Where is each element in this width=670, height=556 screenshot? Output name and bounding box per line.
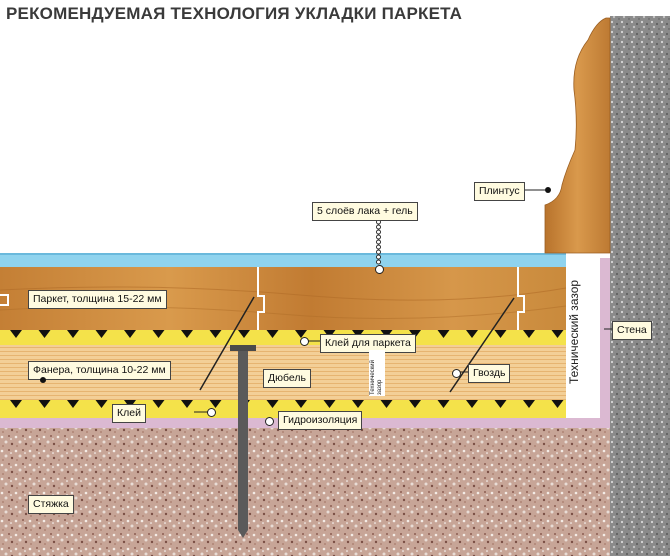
label-nail: Гвоздь	[468, 364, 511, 383]
leader-bead	[376, 249, 381, 255]
marker-lacquer	[375, 265, 384, 274]
glue-notch	[523, 400, 535, 408]
label-lacquer: 5 слоёв лака + гель	[312, 202, 418, 221]
marker-baseboard	[545, 187, 551, 193]
glue-notch	[551, 330, 564, 338]
glue-notch	[295, 330, 307, 338]
glue-notch	[380, 400, 393, 408]
glue-notch	[466, 330, 478, 338]
lacquer-layer	[0, 253, 566, 267]
glue-notch	[551, 400, 564, 408]
leader-bead	[376, 229, 381, 235]
label-parquet-glue: Клей для паркета	[320, 334, 416, 353]
label-plywood: Фанера, толщина 10-22 мм	[28, 361, 171, 380]
glue-notch	[494, 330, 507, 338]
glue-notch	[67, 330, 79, 338]
glue-notch	[266, 400, 279, 408]
glue-layer-upper	[0, 330, 566, 345]
baseboard	[544, 17, 611, 254]
nail-left	[199, 296, 255, 391]
glue-notch	[152, 330, 165, 338]
glue-notch	[295, 400, 307, 408]
nail-right	[449, 297, 515, 393]
page-title: РЕКОМЕНДУЕМАЯ ТЕХНОЛОГИЯ УКЛАДКИ ПАРКЕТА	[6, 4, 463, 23]
glue-notch	[494, 400, 507, 408]
glue-notch	[95, 400, 108, 408]
glue-notch	[95, 330, 108, 338]
label-glue: Клей	[112, 404, 146, 423]
technical-gap	[566, 258, 600, 418]
marker-plywood	[40, 377, 46, 383]
glue-notch	[209, 330, 222, 338]
glue-notch	[67, 400, 79, 408]
marker-glue	[207, 408, 216, 417]
screed-layer	[0, 428, 610, 556]
marker-waterproofing	[265, 417, 274, 426]
glue-notch	[466, 400, 478, 408]
label-baseboard: Плинтус	[474, 182, 525, 201]
glue-notch	[323, 400, 336, 408]
glue-notch	[10, 400, 22, 408]
glue-notch	[10, 330, 22, 338]
marker-parquet-glue	[300, 337, 309, 346]
glue-notch	[181, 330, 193, 338]
glue-notch	[38, 330, 51, 338]
glue-notch	[38, 400, 51, 408]
glue-notch	[238, 330, 250, 338]
leader-bead	[376, 244, 381, 250]
glue-notch	[523, 330, 535, 338]
glue-notch	[437, 400, 450, 408]
leader-bead	[376, 239, 381, 245]
leader-bead	[376, 224, 381, 230]
dowel	[238, 350, 248, 530]
leader-bead	[376, 234, 381, 240]
leader-bead	[376, 254, 381, 260]
glue-notch	[124, 330, 136, 338]
label-dowel: Дюбель	[263, 369, 311, 388]
label-wall: Стена	[612, 321, 652, 340]
glue-notch	[266, 330, 279, 338]
wall	[610, 16, 670, 556]
label-technical-gap-small: Технический зазор	[369, 350, 385, 396]
glue-notch	[209, 400, 222, 408]
glue-notch	[181, 400, 193, 408]
leader-bead	[376, 259, 381, 265]
glue-notch	[352, 400, 364, 408]
glue-notch	[437, 330, 450, 338]
glue-notch	[152, 400, 165, 408]
label-parquet: Паркет, толщина 15-22 мм	[28, 290, 167, 309]
label-screed: Стяжка	[28, 495, 74, 514]
label-technical-gap: Технический зазор	[567, 279, 581, 384]
glue-notch	[409, 400, 421, 408]
marker-nail	[452, 369, 461, 378]
label-waterproofing: Гидроизоляция	[278, 411, 363, 430]
